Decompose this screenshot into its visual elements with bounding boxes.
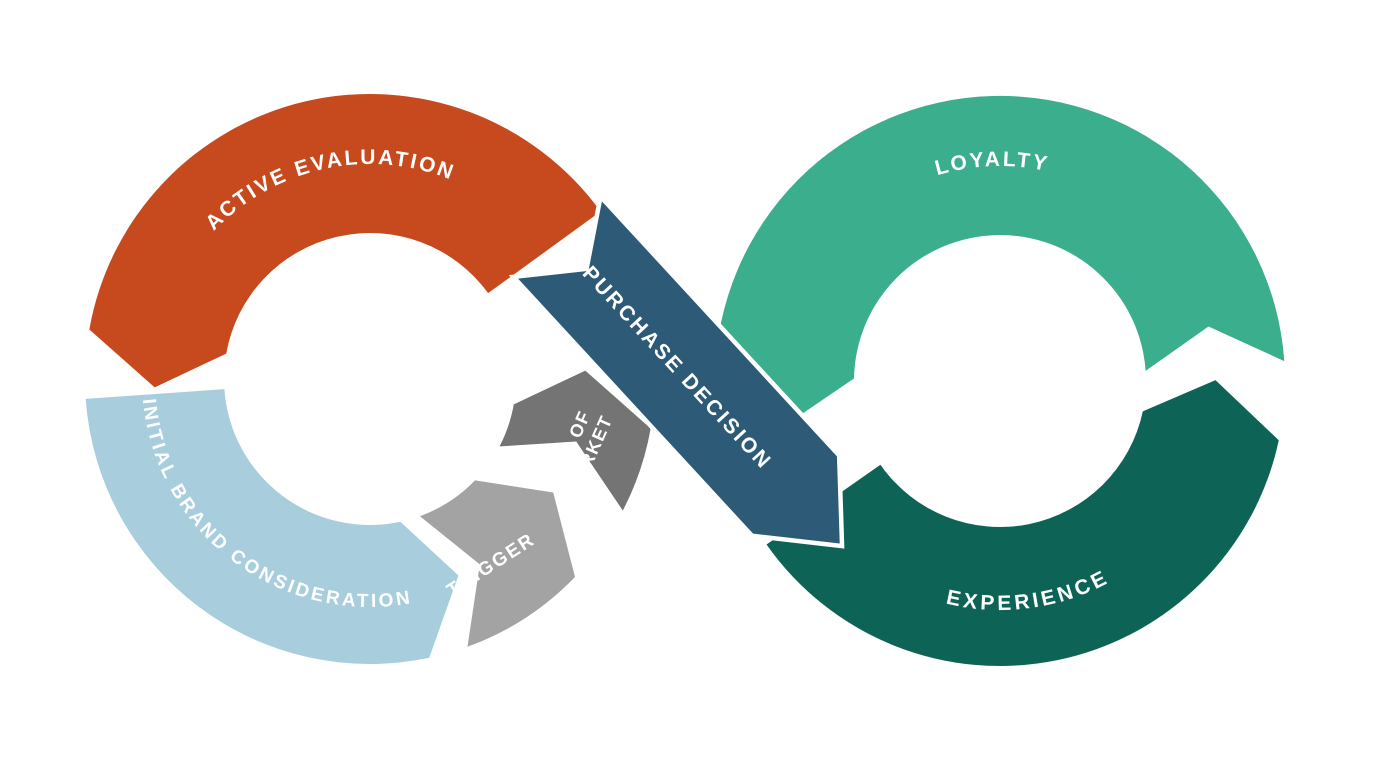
segment-active-evaluation: [89, 93, 601, 388]
segments-layer: [85, 93, 1285, 666]
segment-loyalty: [715, 95, 1285, 423]
segment-experience: [766, 380, 1279, 666]
segment-out-of-market: [499, 370, 651, 511]
segment-trigger: [419, 480, 576, 647]
segment-purchase-decision: [508, 191, 845, 549]
segment-initial-brand-consideration: [85, 389, 459, 664]
